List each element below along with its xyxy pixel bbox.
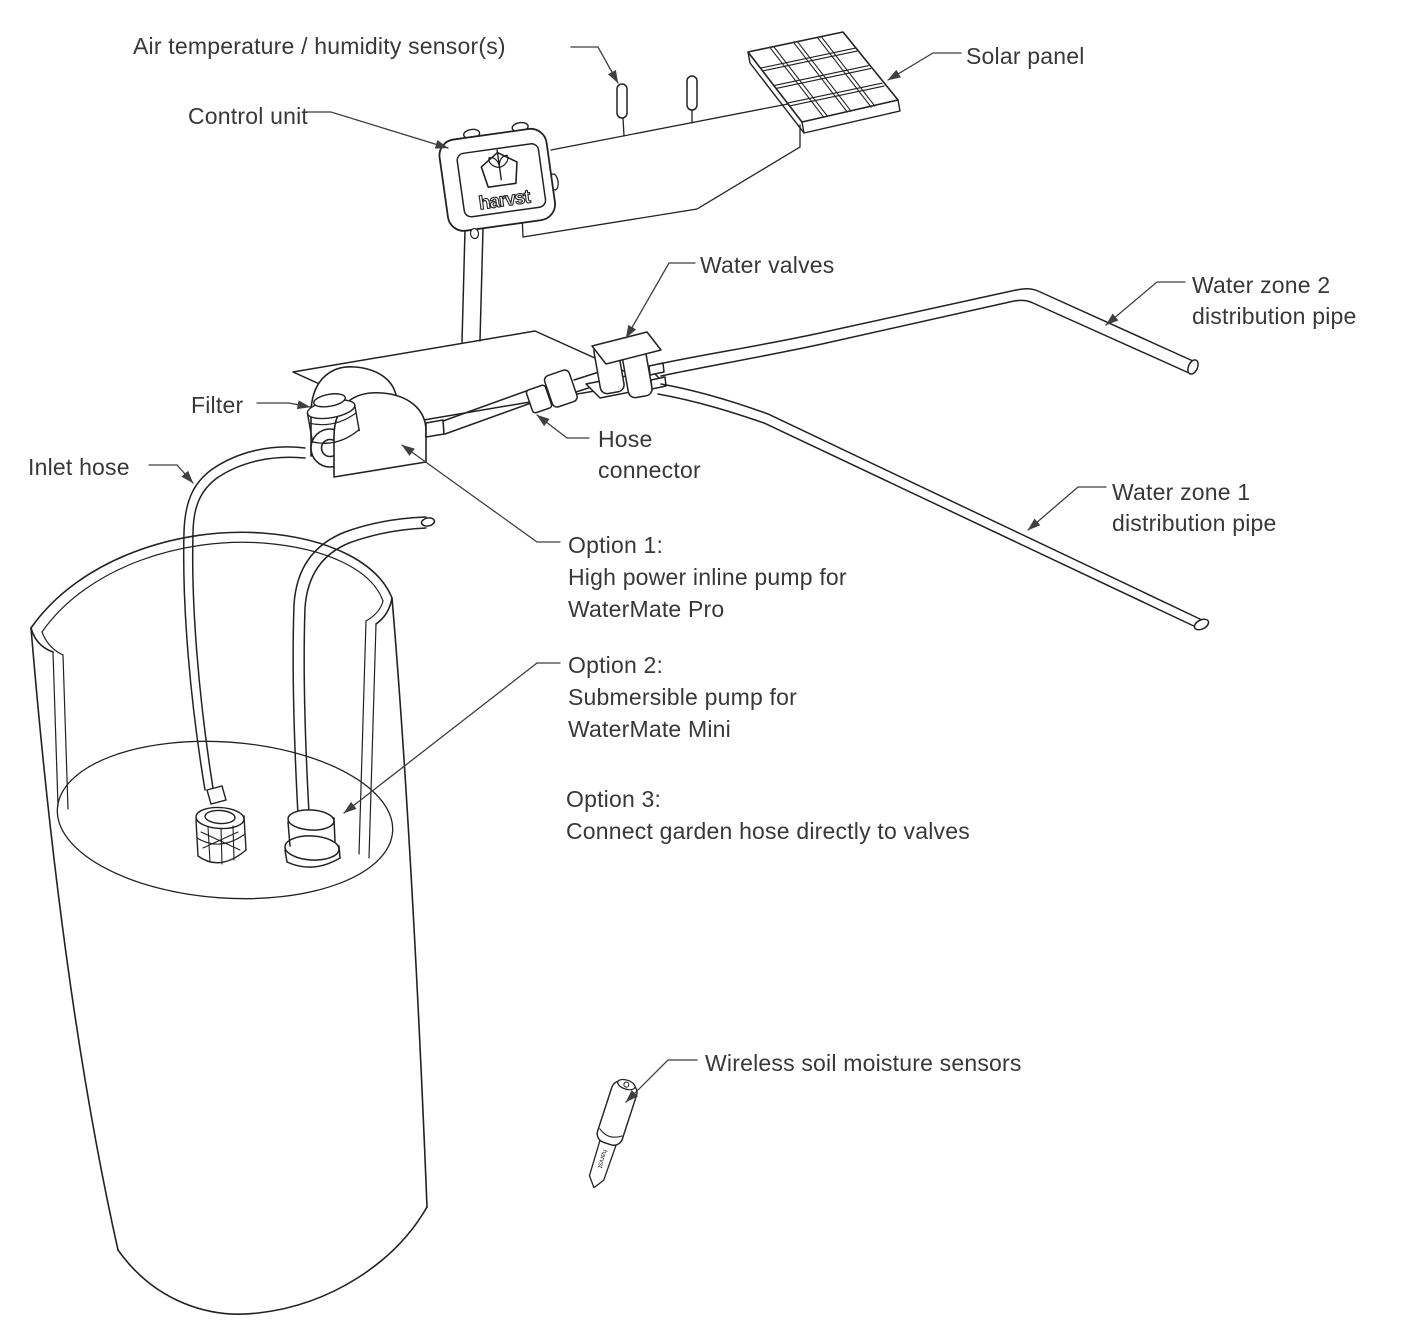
leader-option1 [401,444,561,543]
inlet-hose-drawing [182,446,306,791]
label-wireless-soil-moisture-sensors: Wireless soil moisture sensors [705,1050,1022,1076]
water-valves-drawing [585,331,667,399]
label-water-zone2-pipe: Water zone 2 distribution pipe [1192,272,1357,329]
air-sensors-drawing [616,75,698,119]
leader-inlet-hose [148,464,194,484]
label-water-zone1-pipe: Water zone 1 distribution pipe [1112,479,1277,536]
leader-solar-panel [887,52,962,81]
label-solar-panel: Solar panel [966,43,1085,69]
label-inlet-hose: Inlet hose [28,454,130,480]
zone2-pipe-drawing [658,287,1199,377]
leader-zone1 [1027,486,1107,531]
leader-air-sensor [570,46,619,84]
control-unit-pole [461,228,484,343]
leader-control-unit [302,111,449,149]
leader-water-valves [625,262,696,339]
leader-lines [148,46,1186,1103]
label-option3: Option 3: Connect garden hose directly t… [566,786,970,844]
sensor-and-solar-wires [521,101,801,238]
water-tank-drawing [30,531,428,1315]
outlet-hose-drawing [292,516,436,816]
soil-moisture-sensor-drawing: harvst [588,1078,638,1189]
label-option2: Option 2: Submersible pump for WaterMate… [568,652,797,742]
solar-panel-drawing [747,31,901,134]
filter-drawing [306,393,360,444]
inlet-strainer-drawing [195,785,247,865]
hose-connector-drawing [525,369,578,414]
leader-soil-sensors [625,1059,698,1103]
label-water-valves: Water valves [700,252,835,278]
control-unit-drawing: harvst [438,121,559,240]
feed-pipe-drawing [442,389,532,435]
inline-pump-drawing [310,366,445,478]
zone1-pipe-drawing [657,383,1210,631]
submersible-pump-drawing [284,809,341,868]
label-option1: Option 1: High power inline pump for Wat… [568,532,847,622]
label-hose-connector: Hose connector [598,426,701,483]
label-control-unit: Control unit [188,103,309,129]
leader-option2 [343,662,561,814]
label-air-temp-humidity-sensors: Air temperature / humidity sensor(s) [133,33,506,59]
leader-hose-connector [536,414,590,439]
leader-filter [256,400,311,410]
leader-zone2 [1105,281,1186,326]
label-filter: Filter [191,392,244,418]
soil-sensor-logo-text: harvst [596,1149,608,1169]
